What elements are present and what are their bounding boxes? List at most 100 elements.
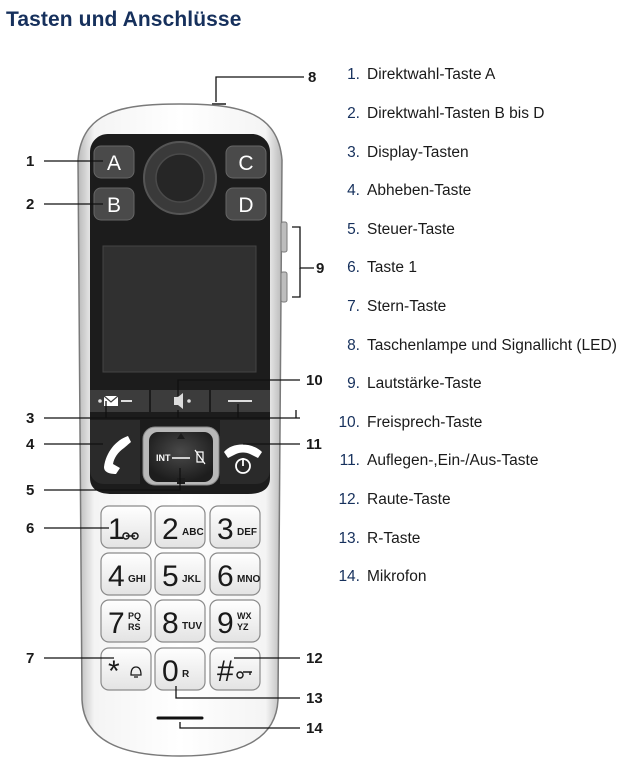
legend-label: Display-Tasten xyxy=(367,144,469,161)
keypad-key-face xyxy=(154,647,206,691)
callout-number: 5 xyxy=(26,482,34,499)
keypad-key-digit: 1 xyxy=(108,513,125,546)
volume-key xyxy=(280,221,288,253)
legend-item: 2.Direktwahl-Tasten B bis D xyxy=(333,103,544,125)
keypad-key-face xyxy=(100,552,152,596)
legend-number: 8. xyxy=(347,337,360,354)
legend-number: 11. xyxy=(339,452,360,469)
legend-number: 4. xyxy=(347,182,360,199)
keypad-key-digit: 5 xyxy=(162,560,179,593)
bell-icon xyxy=(130,666,142,678)
key-lock-icon xyxy=(236,671,252,679)
legend-label: Mikrofon xyxy=(367,568,427,585)
legend-number: 3. xyxy=(347,144,360,161)
legend-label: Auflegen-,Ein-/Aus-Taste xyxy=(367,452,539,469)
keypad-key-digit: 3 xyxy=(217,513,234,546)
keypad-key-face xyxy=(209,599,261,643)
keypad-key-digit: 6 xyxy=(217,560,234,593)
direct-key-c[interactable]: C xyxy=(225,145,267,179)
speaker-icon xyxy=(174,393,183,409)
keypad-key-letters: ABC xyxy=(182,527,204,538)
callout-number: 8 xyxy=(308,69,316,86)
legend-label: Taschenlampe und Signallicht (LED) xyxy=(367,337,617,354)
voicemail-icon xyxy=(122,532,139,540)
legend-number: 12. xyxy=(338,491,360,508)
display-keys xyxy=(90,390,270,412)
mute-icon xyxy=(194,449,206,465)
keypad-key-digit: 4 xyxy=(108,560,125,593)
legend-number: 2. xyxy=(347,105,360,122)
keypad-key-letters: JKL xyxy=(182,574,201,585)
legend-label: Abheben-Taste xyxy=(367,182,472,199)
legend-label: Freisprech-Taste xyxy=(367,414,483,431)
direct-key-b[interactable]: B xyxy=(93,187,135,221)
legend-item: 14.Mikrofon xyxy=(333,566,426,588)
direct-key-letter: A xyxy=(107,152,121,175)
legend-label: Steuer-Taste xyxy=(367,221,455,238)
legend-item: 1.Direktwahl-Taste A xyxy=(333,64,495,86)
legend-label: Raute-Taste xyxy=(367,491,451,508)
legend-item: 4. Abheben-Taste xyxy=(333,180,471,202)
legend-label: Direktwahl-Taste A xyxy=(367,66,496,83)
callout-number: 10 xyxy=(306,372,323,389)
keypad-key-digit: 2 xyxy=(162,513,179,546)
callout-number: 7 xyxy=(26,650,34,667)
legend-item: 5. Steuer-Taste xyxy=(333,219,455,241)
callout-number: 11 xyxy=(306,436,322,453)
callout-number: 12 xyxy=(306,650,323,667)
callout-lines xyxy=(44,76,314,729)
envelope-icon xyxy=(104,396,118,406)
legend-number: 5. xyxy=(347,221,360,238)
callout-number: 3 xyxy=(26,410,34,427)
legend-item: 8. Taschenlampe und Signallicht (LED) xyxy=(333,335,617,357)
handset-green-icon xyxy=(104,436,131,474)
keypad-key[interactable]: # xyxy=(209,647,261,691)
callout-number: 2 xyxy=(26,196,34,213)
legend-item: 11. Auflegen-,Ein-/Aus-Taste xyxy=(333,450,539,472)
keypad-key-letters: MNO xyxy=(237,574,261,585)
keypad-key-face xyxy=(154,599,206,643)
legend-label: R-Taste xyxy=(367,530,421,547)
direct-key-d[interactable]: D xyxy=(225,187,267,221)
callout-number: 1 xyxy=(26,153,34,170)
keypad-key-face xyxy=(209,505,261,549)
keypad-key[interactable]: * xyxy=(100,647,152,691)
legend-number: 13. xyxy=(338,530,360,547)
int-label: INT xyxy=(156,453,171,463)
keypad-key[interactable]: 1 xyxy=(100,505,152,549)
keypad-key-letters: R xyxy=(182,669,190,680)
keypad-key-face xyxy=(100,599,152,643)
callout-number: 6 xyxy=(26,520,34,537)
callout-number: 13 xyxy=(306,690,323,707)
keypad-key-digit: # xyxy=(217,655,234,688)
handset-red-icon xyxy=(224,444,262,458)
control-key[interactable]: INT xyxy=(142,426,220,486)
nav-down-icon xyxy=(177,478,185,484)
legend-label: Stern-Taste xyxy=(367,298,447,315)
direct-key-letter: B xyxy=(107,194,121,217)
legend-number: 7. xyxy=(347,298,360,315)
keypad-key-face xyxy=(100,505,152,549)
direct-key-a[interactable]: A xyxy=(93,145,135,179)
legend-number: 9. xyxy=(347,375,360,392)
keypad-key-letters: RS xyxy=(128,622,141,632)
keypad-key-face xyxy=(209,552,261,596)
keypad-key-face xyxy=(154,505,206,549)
legend-item: 7. Stern-Taste xyxy=(333,296,446,318)
legend-item: 3. Display-Tasten xyxy=(333,142,469,164)
legend-item: 9.Lautstärke-Taste xyxy=(333,373,482,395)
nav-up-arrow xyxy=(177,433,185,439)
legend-label: Taste 1 xyxy=(367,259,417,276)
keypad-key-letters: DEF xyxy=(237,527,257,538)
volume-key xyxy=(280,271,288,303)
